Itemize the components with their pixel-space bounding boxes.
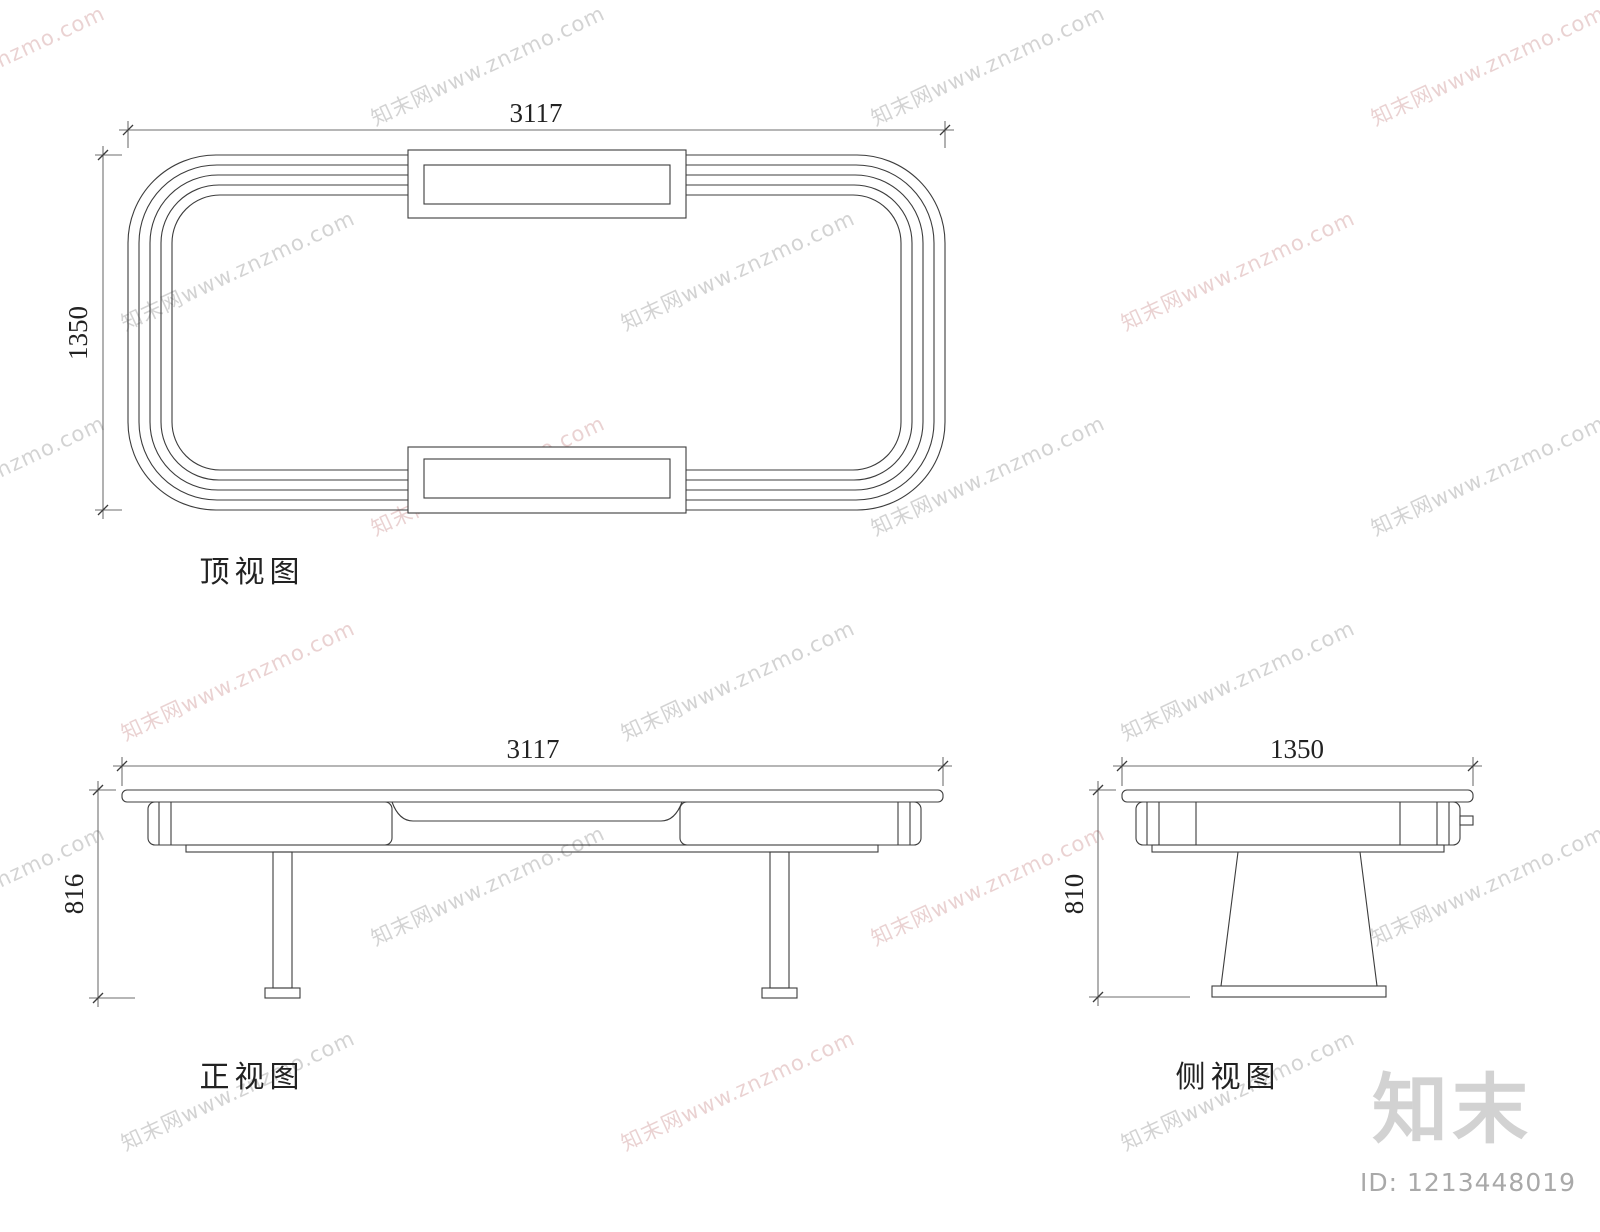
front-center-recess [391,801,683,822]
front-view-label: 正视图 [200,1061,305,1094]
top-view-height-value: 1350 [63,306,93,360]
top-view-center-block-bottom [407,446,687,514]
front-view-width-value: 3117 [507,734,560,764]
side-drawer-tab [1459,815,1474,826]
side-view-label: 侧视图 [1176,1061,1281,1094]
top-view-dim-height: 1350 [63,146,122,519]
watermark-id-text: ID: 1213448019 [1360,1168,1577,1197]
top-view-width-value: 3117 [510,98,563,128]
front-left-leg [264,851,301,999]
side-view [1121,789,1474,998]
side-view-width-value: 1350 [1270,734,1324,764]
side-tabletop [1121,789,1474,803]
side-pedestal [1211,851,1387,998]
top-view-dim-width: 3117 [119,98,954,148]
top-view-center-block-top [407,149,687,219]
front-right-leg [761,851,798,999]
side-apron [1135,801,1474,846]
front-view [121,789,944,999]
front-bottom-board [185,844,879,853]
side-bottom-board [1151,844,1445,853]
front-left-apron [147,801,393,846]
front-tabletop [121,789,944,803]
side-view-dim-width: 1350 [1113,734,1482,786]
top-view-label: 顶视图 [200,556,305,589]
front-view-dim-height: 816 [59,781,135,1007]
side-view-height-value: 810 [1059,874,1089,915]
side-view-dim-height: 810 [1059,781,1190,1006]
view-labels: 顶视图 正视图 侧视图 [200,556,1281,1094]
front-view-dim-width: 3117 [113,734,952,786]
front-view-height-value: 816 [59,874,89,915]
top-view [127,149,946,514]
znzmo-logo: 知末 [1372,1065,1532,1154]
front-right-apron [679,801,922,846]
